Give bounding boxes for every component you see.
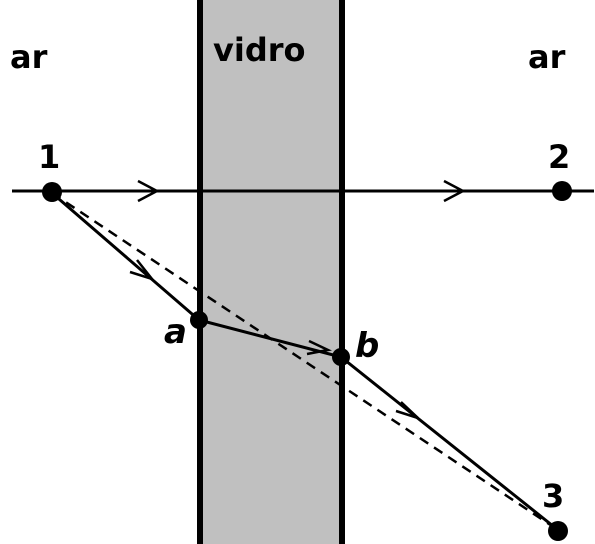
filled-dot-icon (190, 311, 208, 329)
medium-label-center: vidro (213, 31, 306, 69)
open-arrowhead-icon (395, 401, 419, 420)
open-arrowhead-icon (129, 259, 156, 282)
filled-dot-icon (548, 521, 568, 541)
open-arrowhead-icon (443, 179, 466, 203)
open-arrowhead-icon (306, 339, 332, 356)
point-label-3: 3 (542, 477, 564, 515)
point-label-b: b (355, 326, 379, 366)
point-label-2: 2 (548, 138, 570, 176)
point-label-1: 1 (38, 138, 60, 176)
medium-label-left: ar (10, 38, 48, 76)
filled-dot-icon (332, 348, 350, 366)
glass-slab (200, 0, 342, 544)
point-label-a: a (164, 312, 187, 352)
open-arrowhead-icon (137, 179, 160, 203)
medium-label-right: ar (528, 38, 566, 76)
filled-dot-icon (42, 182, 62, 202)
filled-dot-icon (552, 181, 572, 201)
refracted-path-1-a-b-3 (51, 191, 559, 532)
